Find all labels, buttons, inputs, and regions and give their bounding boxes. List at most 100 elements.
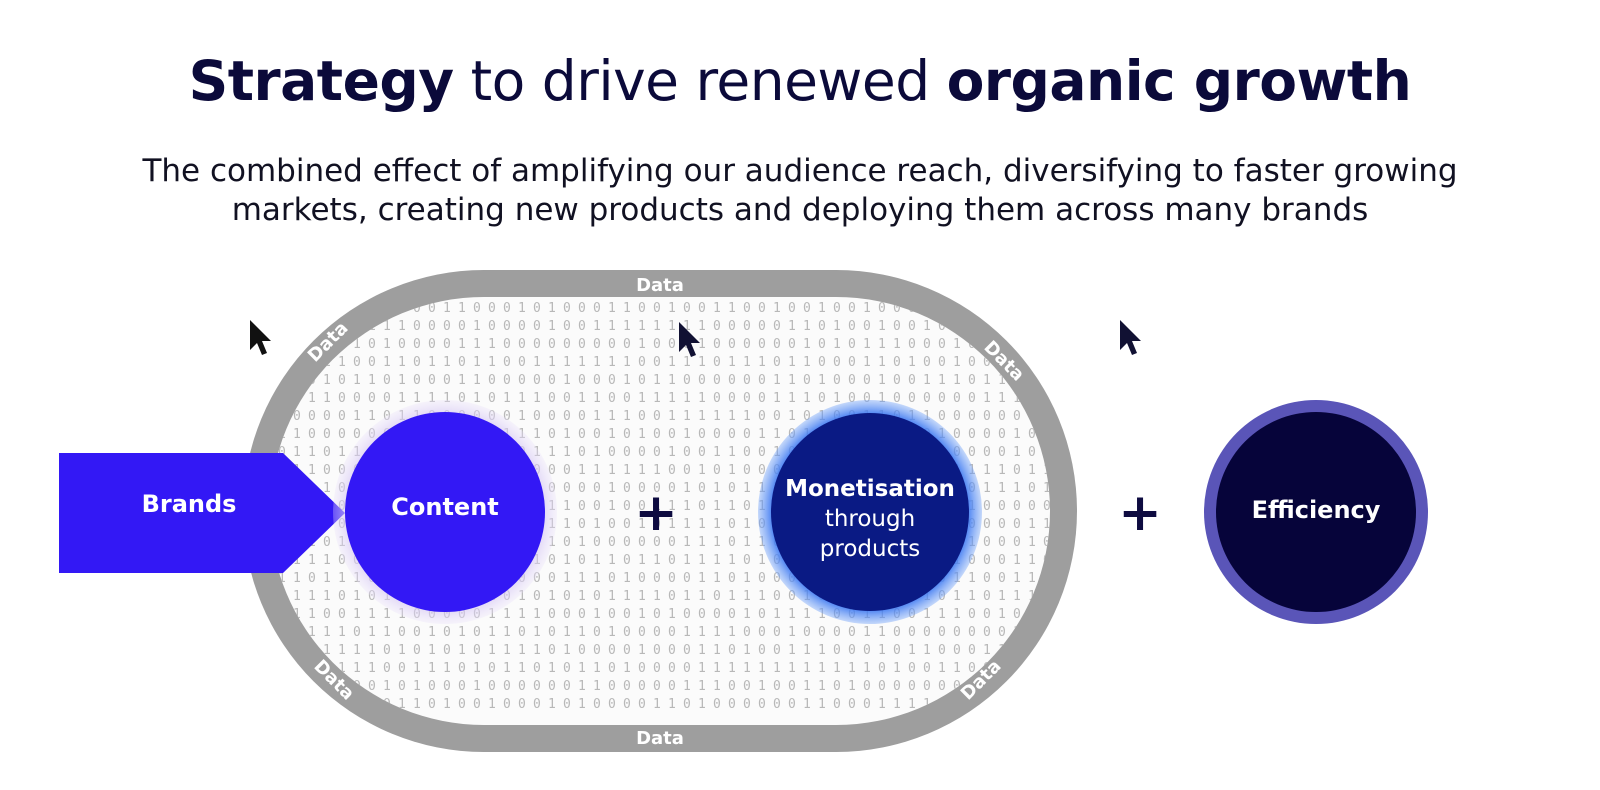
binary-digit: 0 bbox=[848, 643, 856, 658]
binary-digit: 1 bbox=[1013, 427, 1021, 442]
binary-digit: 0 bbox=[698, 445, 706, 460]
binary-digit: 0 bbox=[773, 625, 781, 640]
binary-digit: 0 bbox=[548, 373, 556, 388]
binary-digit: 0 bbox=[863, 697, 871, 712]
binary-digit: 0 bbox=[668, 589, 676, 604]
binary-digit: 0 bbox=[728, 571, 736, 586]
monetisation-label-line-2: through bbox=[824, 506, 916, 532]
binary-digit: 0 bbox=[818, 391, 826, 406]
binary-digit: 0 bbox=[668, 535, 676, 550]
binary-digit: 1 bbox=[878, 625, 886, 640]
binary-digit: 0 bbox=[1043, 661, 1051, 676]
binary-digit: 0 bbox=[548, 607, 556, 622]
binary-digit: 1 bbox=[1028, 589, 1036, 604]
binary-digit: 1 bbox=[1028, 319, 1036, 334]
binary-digit: 0 bbox=[368, 355, 376, 370]
binary-digit: 0 bbox=[638, 625, 646, 640]
binary-digit: 1 bbox=[623, 319, 631, 334]
binary-digit: 0 bbox=[908, 679, 916, 694]
binary-digit: 0 bbox=[488, 391, 496, 406]
binary-digit: 1 bbox=[1028, 553, 1036, 568]
binary-digit: 0 bbox=[863, 643, 871, 658]
binary-digit: 1 bbox=[383, 319, 391, 334]
binary-digit: 0 bbox=[593, 625, 601, 640]
binary-digit: 1 bbox=[368, 643, 376, 658]
binary-digit: 0 bbox=[518, 319, 526, 334]
binary-digit: 0 bbox=[1043, 373, 1051, 388]
binary-digit: 0 bbox=[638, 409, 646, 424]
binary-digit: 1 bbox=[728, 661, 736, 676]
binary-digit: 0 bbox=[923, 337, 931, 352]
binary-digit: 1 bbox=[683, 409, 691, 424]
binary-digit: 0 bbox=[548, 427, 556, 442]
binary-digit: 1 bbox=[743, 481, 751, 496]
binary-digit: 1 bbox=[788, 409, 796, 424]
binary-digit: 0 bbox=[938, 679, 946, 694]
binary-digit: 0 bbox=[578, 517, 586, 532]
binary-digit: 0 bbox=[983, 445, 991, 460]
binary-digit: 0 bbox=[953, 427, 961, 442]
binary-digit: 0 bbox=[278, 445, 286, 460]
binary-digit: 0 bbox=[953, 409, 961, 424]
binary-digit: 0 bbox=[1013, 517, 1021, 532]
binary-digit: 0 bbox=[1043, 499, 1051, 514]
binary-digit: 0 bbox=[743, 463, 751, 478]
binary-digit: 1 bbox=[578, 697, 586, 712]
binary-digit: 0 bbox=[863, 679, 871, 694]
binary-digit: 0 bbox=[428, 301, 436, 316]
binary-digit: 1 bbox=[713, 499, 721, 514]
binary-digit: 0 bbox=[653, 337, 661, 352]
binary-digit: 1 bbox=[1043, 337, 1051, 352]
binary-digit: 1 bbox=[383, 679, 391, 694]
binary-digit: 1 bbox=[878, 697, 886, 712]
binary-digit: 0 bbox=[758, 337, 766, 352]
binary-digit: 1 bbox=[698, 571, 706, 586]
binary-digit: 0 bbox=[833, 301, 841, 316]
binary-digit: 0 bbox=[758, 373, 766, 388]
binary-digit: 0 bbox=[578, 499, 586, 514]
binary-digit: 0 bbox=[953, 391, 961, 406]
binary-digit: 0 bbox=[713, 589, 721, 604]
binary-digit: 1 bbox=[713, 553, 721, 568]
binary-digit: 1 bbox=[413, 697, 421, 712]
binary-digit: 0 bbox=[413, 355, 421, 370]
binary-digit: 0 bbox=[788, 697, 796, 712]
binary-digit: 0 bbox=[983, 589, 991, 604]
binary-digit: 1 bbox=[788, 355, 796, 370]
binary-digit: 1 bbox=[323, 643, 331, 658]
binary-digit: 0 bbox=[563, 481, 571, 496]
cursor-icon bbox=[1120, 320, 1141, 355]
binary-digit: 0 bbox=[1013, 499, 1021, 514]
binary-digit: 1 bbox=[863, 625, 871, 640]
binary-digit: 0 bbox=[563, 697, 571, 712]
binary-digit: 1 bbox=[743, 661, 751, 676]
binary-digit: 1 bbox=[638, 391, 646, 406]
binary-digit: 1 bbox=[428, 643, 436, 658]
binary-digit: 0 bbox=[608, 607, 616, 622]
binary-digit: 0 bbox=[668, 481, 676, 496]
binary-digit: 0 bbox=[353, 427, 361, 442]
binary-digit: 0 bbox=[743, 499, 751, 514]
binary-digit: 0 bbox=[458, 355, 466, 370]
cursor-icon bbox=[250, 320, 271, 355]
binary-digit: 0 bbox=[578, 445, 586, 460]
binary-digit: 1 bbox=[773, 427, 781, 442]
binary-digit: 1 bbox=[818, 301, 826, 316]
binary-digit: 0 bbox=[668, 625, 676, 640]
binary-digit: 0 bbox=[548, 643, 556, 658]
binary-digit: 1 bbox=[668, 391, 676, 406]
binary-digit: 0 bbox=[503, 337, 511, 352]
binary-digit: 0 bbox=[878, 661, 886, 676]
binary-digit: 0 bbox=[788, 589, 796, 604]
binary-digit: 0 bbox=[1028, 337, 1036, 352]
binary-digit: 1 bbox=[323, 373, 331, 388]
binary-digit: 1 bbox=[548, 661, 556, 676]
binary-digit: 0 bbox=[968, 391, 976, 406]
binary-digit: 1 bbox=[1028, 679, 1036, 694]
binary-digit: 1 bbox=[413, 391, 421, 406]
binary-digit: 1 bbox=[818, 607, 826, 622]
binary-digit: 1 bbox=[683, 319, 691, 334]
binary-digit: 1 bbox=[818, 643, 826, 658]
binary-digit: 0 bbox=[893, 625, 901, 640]
binary-digit: 1 bbox=[758, 589, 766, 604]
